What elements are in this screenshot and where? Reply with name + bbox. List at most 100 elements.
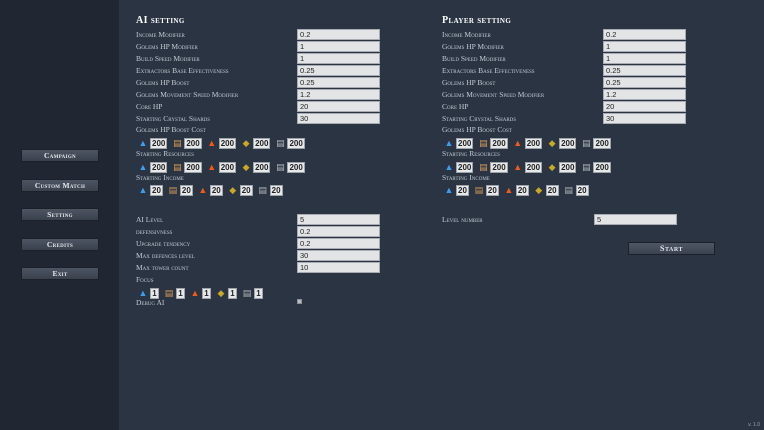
resource-value-input[interactable]: 200 bbox=[184, 137, 202, 149]
resource-value-input[interactable]: 20 bbox=[269, 184, 283, 196]
water-crystal-icon: ▲ bbox=[138, 162, 148, 172]
player-field-row: Core HP 20 bbox=[442, 101, 686, 112]
resource-value-input[interactable]: 200 bbox=[287, 137, 305, 149]
ai-focus-row: ▲1▤1▲1◆1▤1 bbox=[136, 287, 266, 299]
resource-value-input[interactable]: 200 bbox=[287, 161, 305, 173]
resource-value-input[interactable]: 200 bbox=[456, 161, 474, 173]
resource-value-input[interactable]: 200 bbox=[456, 137, 474, 149]
ai-field-row: Starting Crystal Shards 30 bbox=[136, 113, 380, 124]
player-starting-income-row: ▲20▤20▲20◆20▤20 bbox=[442, 184, 592, 196]
field-input[interactable]: 30 bbox=[297, 250, 380, 261]
resource-value-input[interactable]: 20 bbox=[150, 184, 163, 196]
resource-value-input[interactable]: 200 bbox=[524, 137, 543, 149]
resource-value-input[interactable]: 200 bbox=[490, 161, 508, 173]
resource-value-input[interactable]: 20 bbox=[239, 184, 253, 196]
water-crystal-icon: ▲ bbox=[138, 185, 148, 195]
gold-ore-icon: ◆ bbox=[548, 162, 556, 172]
field-label: Core HP bbox=[442, 102, 469, 111]
resource-item: ◆200 bbox=[239, 137, 272, 149]
field-label: Starting Crystal Shards bbox=[136, 114, 211, 123]
field-input[interactable]: 10 bbox=[297, 262, 380, 273]
field-input[interactable]: 0.2 bbox=[297, 226, 380, 237]
resource-item: ◆200 bbox=[239, 161, 272, 173]
resource-item: ◆1 bbox=[214, 287, 239, 299]
resource-value-input[interactable]: 200 bbox=[184, 161, 202, 173]
field-label: Income Modifier bbox=[442, 30, 491, 39]
field-input[interactable]: 1 bbox=[297, 41, 380, 52]
resource-value-input[interactable]: 200 bbox=[593, 161, 611, 173]
player-starting-resources-label: Starting Resources bbox=[442, 149, 500, 158]
resource-value-input[interactable]: 200 bbox=[218, 161, 237, 173]
resource-item: ▲20 bbox=[502, 184, 531, 196]
resource-item: ◆200 bbox=[545, 161, 578, 173]
custom-match-button[interactable]: Custom Match bbox=[21, 179, 99, 192]
resource-value-input[interactable]: 20 bbox=[575, 184, 589, 196]
field-input[interactable]: 1 bbox=[603, 53, 686, 64]
water-crystal-icon: ▲ bbox=[444, 185, 454, 195]
field-label: Extractors Base Effectiveness bbox=[136, 66, 229, 75]
field-input[interactable]: 0.2 bbox=[603, 29, 686, 40]
field-input[interactable]: 1 bbox=[603, 41, 686, 52]
resource-value-input[interactable]: 20 bbox=[545, 184, 559, 196]
resource-value-input[interactable]: 200 bbox=[150, 161, 168, 173]
resource-value-input[interactable]: 200 bbox=[524, 161, 543, 173]
player-starting-resources-row: ▲200▤200▲200◆200▤200 bbox=[442, 161, 614, 173]
wood-icon: ▤ bbox=[164, 288, 174, 298]
field-input[interactable]: 30 bbox=[297, 113, 380, 124]
exit-button[interactable]: Exit bbox=[21, 267, 99, 280]
field-input[interactable]: 20 bbox=[603, 101, 686, 112]
field-input[interactable]: 5 bbox=[297, 214, 380, 225]
resource-value-input[interactable]: 200 bbox=[253, 137, 271, 149]
setting-button[interactable]: Setting bbox=[21, 208, 99, 221]
resource-value-input[interactable]: 200 bbox=[593, 137, 611, 149]
resource-value-input[interactable]: 200 bbox=[559, 161, 577, 173]
fire-icon: ▲ bbox=[198, 185, 208, 195]
resource-value-input[interactable]: 20 bbox=[515, 184, 529, 196]
resource-item: ▲1 bbox=[188, 287, 213, 299]
field-input[interactable]: 0.25 bbox=[603, 77, 686, 88]
resource-value-input[interactable]: 20 bbox=[485, 184, 499, 196]
resource-value-input[interactable]: 1 bbox=[228, 287, 237, 299]
field-input[interactable]: 1.2 bbox=[297, 89, 380, 100]
resource-item: ▤1 bbox=[162, 287, 187, 299]
ai-boost-cost-label: Golems HP Boost Cost bbox=[136, 125, 206, 134]
level-number-input[interactable]: 5 bbox=[594, 214, 677, 225]
resource-value-input[interactable]: 20 bbox=[179, 184, 193, 196]
field-input[interactable]: 0.25 bbox=[603, 65, 686, 76]
resource-value-input[interactable]: 20 bbox=[456, 184, 469, 196]
campaign-button[interactable]: Campaign bbox=[21, 149, 99, 162]
field-input[interactable]: 0.25 bbox=[297, 65, 380, 76]
resource-value-input[interactable]: 200 bbox=[218, 137, 237, 149]
resource-value-input[interactable]: 200 bbox=[490, 137, 508, 149]
field-input[interactable]: 1 bbox=[297, 53, 380, 64]
gold-ore-icon: ◆ bbox=[548, 138, 556, 148]
field-input[interactable]: 0.2 bbox=[297, 29, 380, 40]
field-label: Income Modifier bbox=[136, 30, 185, 39]
field-input[interactable]: 30 bbox=[603, 113, 686, 124]
field-label: Golems HP Boost bbox=[136, 78, 190, 87]
resource-value-input[interactable]: 1 bbox=[254, 287, 263, 299]
fire-icon: ▲ bbox=[513, 162, 523, 172]
field-input[interactable]: 20 bbox=[297, 101, 380, 112]
resource-value-input[interactable]: 20 bbox=[209, 184, 223, 196]
debug-ai-checkbox[interactable] bbox=[297, 299, 302, 304]
resource-item: ▤200 bbox=[476, 161, 509, 173]
resource-value-input[interactable]: 1 bbox=[176, 287, 185, 299]
field-input[interactable]: 1.2 bbox=[603, 89, 686, 100]
resource-value-input[interactable]: 200 bbox=[150, 137, 168, 149]
credits-button[interactable]: Credits bbox=[21, 238, 99, 251]
resource-value-input[interactable]: 1 bbox=[150, 287, 159, 299]
resource-value-input[interactable]: 200 bbox=[559, 137, 577, 149]
resource-value-input[interactable]: 1 bbox=[202, 287, 211, 299]
field-input[interactable]: 0.2 bbox=[297, 238, 380, 249]
level-number-label: Level number bbox=[442, 215, 483, 224]
resource-item: ◆20 bbox=[226, 184, 255, 196]
start-button[interactable]: Start bbox=[628, 242, 715, 255]
field-input[interactable]: 0.25 bbox=[297, 77, 380, 88]
resource-value-input[interactable]: 200 bbox=[253, 161, 271, 173]
resource-item: ▲1 bbox=[136, 287, 161, 299]
